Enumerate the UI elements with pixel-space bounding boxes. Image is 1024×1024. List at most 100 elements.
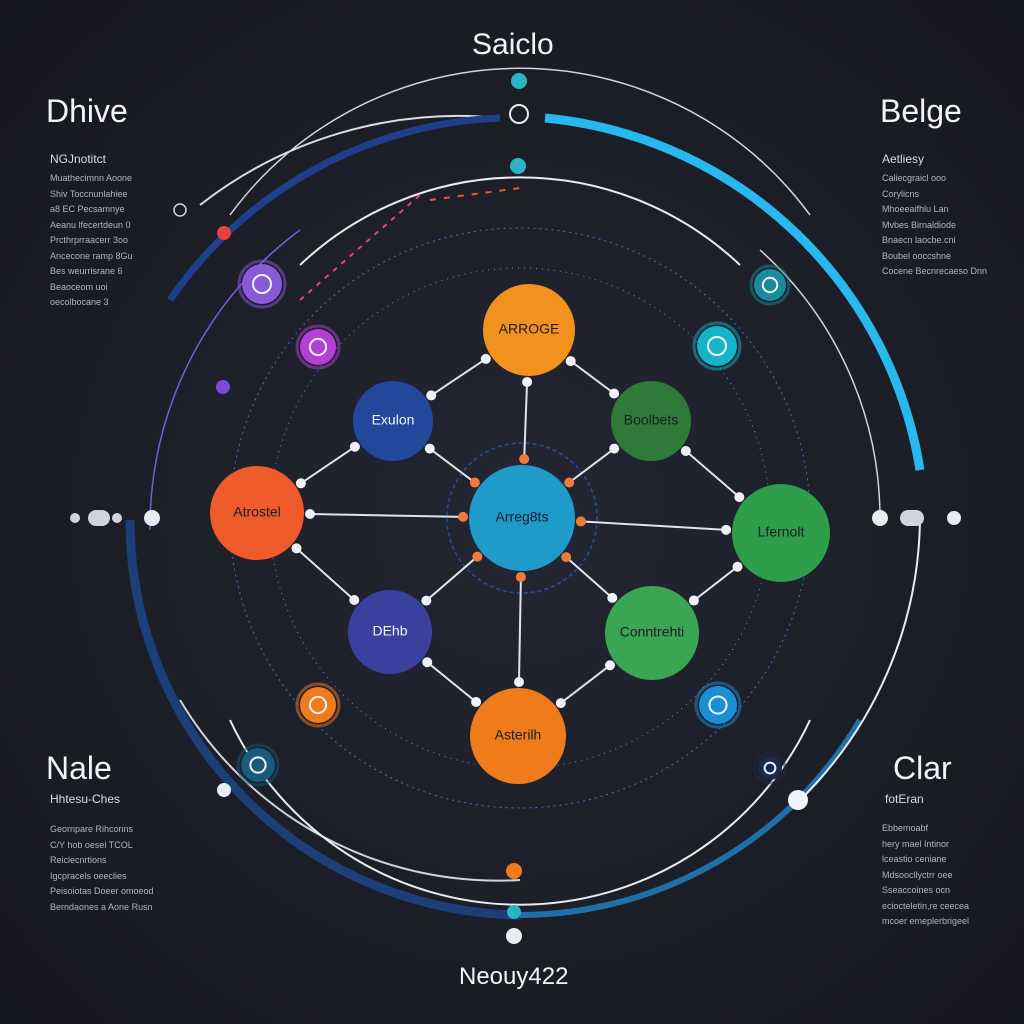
panel-list-item: Beaoceom uoi — [50, 281, 108, 292]
panel-list-item: Peisoiotas Doeer omoeod — [50, 886, 154, 896]
connector-dot — [426, 390, 437, 401]
panel-list-item: Corylicns — [882, 188, 920, 199]
panel-list-item: Ebbemoabf — [882, 823, 929, 833]
panel-list-item: Ancecone ramp 8Gu — [50, 250, 133, 261]
footer-label: Neouy422 — [459, 963, 569, 990]
eye-icon[interactable] — [753, 751, 787, 785]
node-label: DEhb — [372, 623, 407, 639]
chat-icon[interactable] — [692, 321, 742, 371]
connector-dot — [515, 571, 526, 582]
panel-list-item: Caliecgraicl ooo — [882, 173, 947, 183]
connection-line — [523, 381, 529, 460]
connector-dot — [555, 698, 566, 709]
panel-subtitle: Hhtesu-Ches — [50, 792, 121, 806]
panel-list-item: a8 EC Pecsamnye — [50, 204, 125, 214]
swirl-icon[interactable] — [694, 681, 742, 729]
connector-dot — [422, 657, 433, 668]
connector-dot — [732, 561, 743, 572]
connector-dot — [680, 446, 691, 457]
panel-list-item: Cocene Becnrecaeso Dnn — [882, 266, 988, 276]
connection-line — [309, 512, 464, 518]
connection-line — [565, 556, 613, 599]
device-icon[interactable] — [295, 324, 341, 370]
node-circle — [605, 586, 699, 680]
connection-line — [430, 358, 487, 397]
node-circle — [470, 688, 566, 784]
panel-title: Nale — [46, 750, 112, 786]
panel-title: Clar — [893, 750, 952, 786]
panel-list-item: Aeanu lfecertdeun 0 — [50, 219, 131, 230]
node-label: Boolbets — [624, 412, 678, 428]
axis-markers — [70, 73, 961, 944]
node-circle — [348, 590, 432, 674]
node-lower-left[interactable]: DEhb — [348, 590, 432, 674]
node-circle — [611, 381, 691, 461]
connector-dot — [575, 516, 586, 527]
connection-line — [570, 360, 615, 395]
panel-list-item: Prcthrprraacerr 3oo — [50, 235, 129, 245]
node-left[interactable]: Atrostel — [210, 466, 304, 560]
connector-dot — [519, 454, 530, 465]
connector-dot — [421, 595, 432, 606]
connector-dot — [565, 356, 576, 367]
connection-line — [425, 555, 479, 602]
panel-list-item: eciocteletin,re ceecea — [882, 900, 970, 911]
node-circle — [353, 381, 433, 461]
connector-dot — [480, 353, 491, 364]
node-upper-left[interactable]: Exulon — [353, 381, 433, 461]
node-label: Conntrehti — [620, 624, 685, 640]
panel-list-item: Sseaccoines ocn — [882, 885, 951, 895]
target-icon[interactable] — [295, 682, 341, 728]
connector-dot — [604, 660, 615, 671]
panel-list-item: lceastio ceniane — [882, 854, 947, 864]
node-label: Atrostel — [233, 504, 280, 520]
connection-line — [426, 661, 477, 703]
connector-dot — [349, 441, 360, 452]
node-right[interactable]: Lfernolt — [732, 484, 830, 582]
node-top[interactable]: ARROGE — [483, 284, 575, 376]
panel-list-item: Bnaecn laocbe.cni — [882, 235, 956, 245]
gauge-icon[interactable] — [236, 743, 280, 787]
connector-dot — [291, 543, 302, 554]
connection-line — [517, 576, 522, 683]
cube-icon[interactable] — [749, 264, 791, 306]
connector-dot — [609, 388, 620, 399]
connector-dot — [424, 443, 435, 454]
node-lower-right[interactable]: Conntrehti — [605, 586, 699, 680]
panel-list-item: Mvbes Birnaldiode — [882, 219, 957, 230]
panel-list-item: Shiv Toccnunlahiee — [50, 188, 128, 199]
panel-subtitle: fotEran — [885, 792, 924, 806]
panel-list-item: mcoer emeplerbrigeel — [882, 916, 970, 926]
node-circle — [732, 484, 830, 582]
connection-line — [685, 450, 740, 498]
node-label: ARROGE — [499, 321, 560, 337]
connector-dot — [688, 595, 699, 606]
panel-list-item: Muathecimnn Aoone — [50, 173, 133, 183]
connector-dot — [472, 551, 483, 562]
header-title: Saiclo — [472, 28, 554, 61]
connector-dot — [471, 696, 482, 707]
panel-list-item: Bes weurrisrane 6 — [50, 266, 123, 276]
node-label: Arreg8ts — [496, 509, 549, 525]
connection-line — [693, 565, 739, 602]
panel-list-item: Mhoeeaifhlu Lan — [882, 204, 949, 214]
connection-line — [560, 664, 611, 704]
node-upper-right[interactable]: Boolbets — [611, 381, 691, 461]
node-circle — [483, 284, 575, 376]
panel-list-item: C/Y hob oesel TCOL — [50, 839, 133, 850]
panel-list-item: Berndaones a Aone Rusn — [50, 901, 153, 912]
sphere-icon[interactable] — [237, 259, 287, 309]
panel-list-item: Mdsoocllyctrr oee — [882, 869, 953, 880]
connector-dot — [349, 594, 360, 605]
node-bottom[interactable]: Asterilh — [470, 688, 566, 784]
connector-dot — [734, 492, 745, 503]
panel-title: Belge — [880, 93, 962, 129]
connector-dot — [522, 376, 533, 387]
connector-dot — [295, 478, 306, 489]
node-center[interactable]: Arreg8ts — [469, 465, 575, 571]
